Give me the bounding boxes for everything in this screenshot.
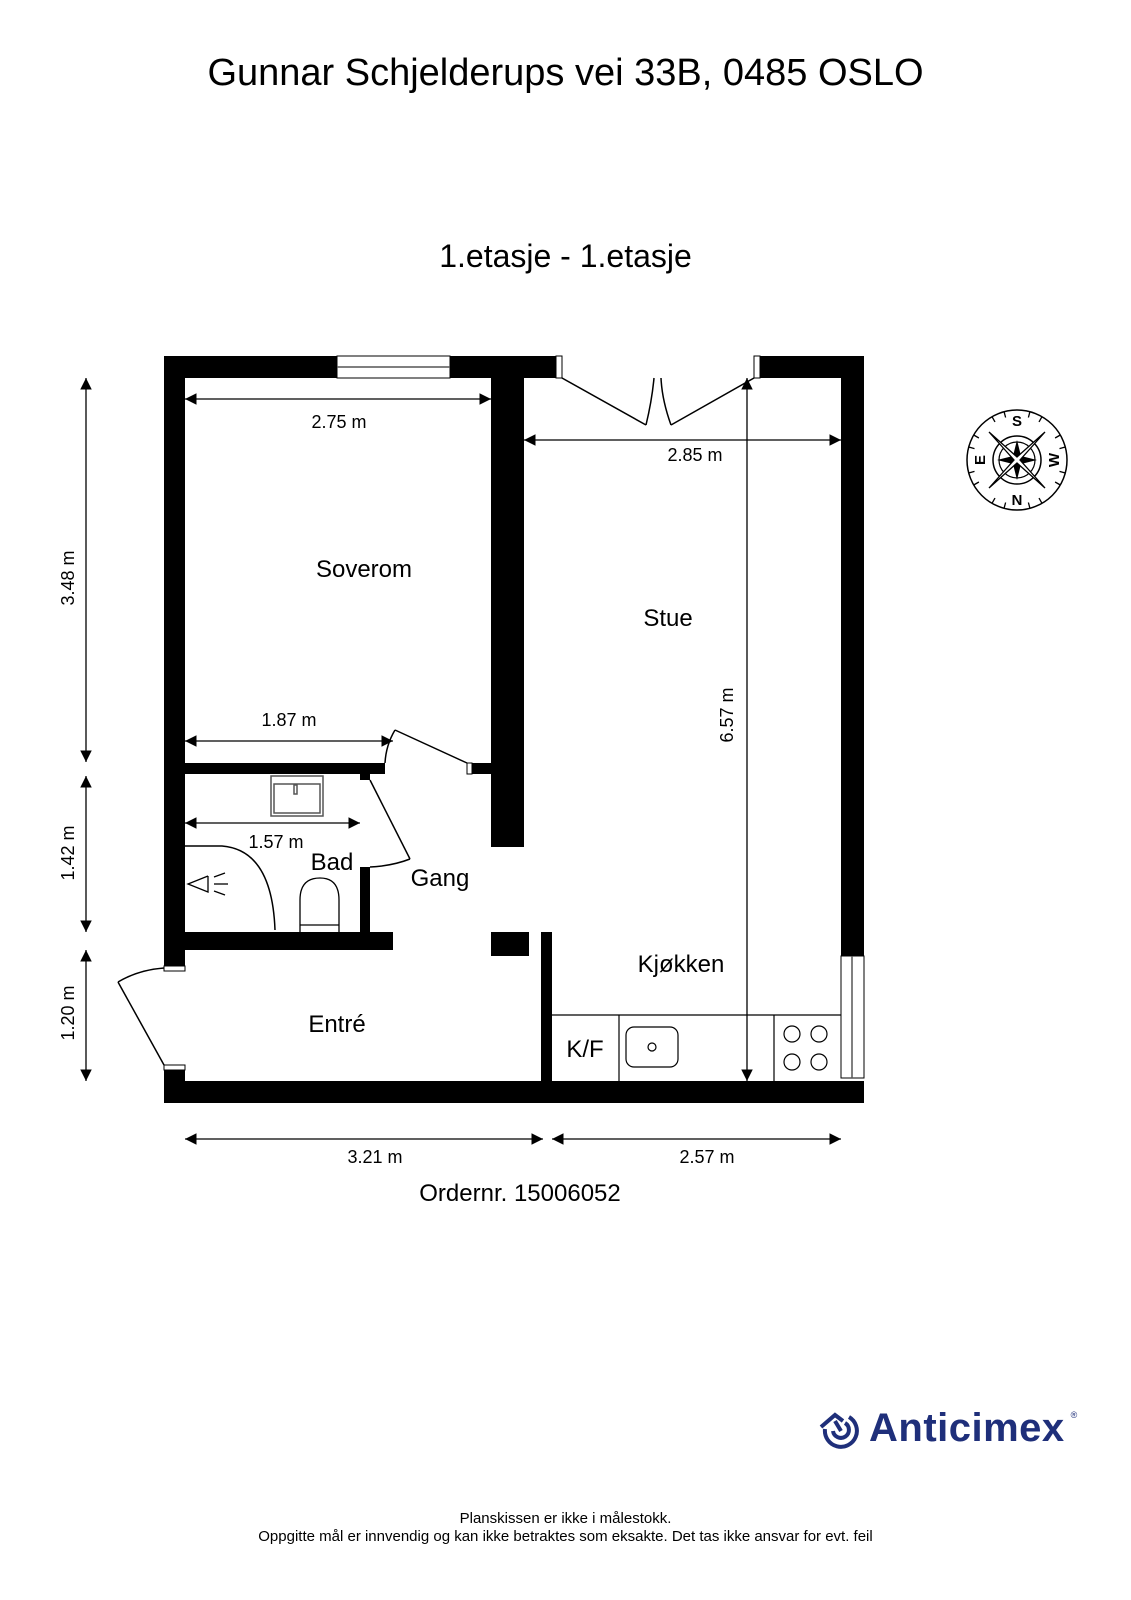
order-number: Ordernr. 15006052 xyxy=(419,1180,621,1207)
disclaimer: Planskissen er ikke i målestokk. Oppgitt… xyxy=(0,1510,1131,1546)
stove-icon xyxy=(783,1025,828,1071)
dim-left-middle: 1.42 m xyxy=(58,825,78,880)
fridge-freezer-label: K/F xyxy=(566,1036,603,1063)
dim-left-top: 3.48 m xyxy=(58,550,78,605)
dim-left-bottom: 1.20 m xyxy=(58,985,78,1040)
dimension-lines xyxy=(80,378,841,1145)
dim-bottom-left: 3.21 m xyxy=(347,1147,402,1167)
bathroom-sink-icon xyxy=(270,775,324,817)
walls xyxy=(163,355,865,1103)
room-label-entre: Entré xyxy=(308,1011,365,1038)
room-label-soverom: Soverom xyxy=(316,556,412,583)
shower-head-icon xyxy=(186,872,228,896)
room-label-gang: Gang xyxy=(411,865,470,892)
compass-rose-icon: S N E W xyxy=(966,409,1068,511)
floor-title: 1.etasje - 1.etasje xyxy=(439,238,692,274)
dim-bottom-right: 2.57 m xyxy=(679,1147,734,1167)
toilet-icon xyxy=(299,877,340,932)
anticimex-logo: Anticimex ® xyxy=(815,1406,1077,1451)
brand-name: Anticimex xyxy=(869,1406,1065,1450)
room-label-stue: Stue xyxy=(643,605,692,632)
anticimex-logo-icon xyxy=(819,1411,859,1449)
disclaimer-line-2: Oppgitte mål er innvendig og kan ikke be… xyxy=(258,1528,873,1545)
dim-soverom-width: 2.75 m xyxy=(311,412,366,432)
dim-stue-length: 6.57 m xyxy=(717,687,737,742)
dim-soverom-inner-width: 1.87 m xyxy=(261,710,316,730)
room-label-kjokken: Kjøkken xyxy=(638,951,725,978)
compass-east-label: E xyxy=(972,455,989,465)
property-address-title: Gunnar Schjelderups vei 33B, 0485 OSLO xyxy=(207,52,924,94)
compass-north-label: N xyxy=(1012,491,1023,508)
dim-bad-width: 1.57 m xyxy=(248,832,303,852)
registered-mark: ® xyxy=(1070,1410,1078,1420)
room-label-bad: Bad xyxy=(311,849,354,876)
kitchen-counter xyxy=(552,1014,841,1081)
disclaimer-line-1: Planskissen er ikke i målestokk. xyxy=(459,1510,672,1527)
dim-stue-width: 2.85 m xyxy=(667,445,722,465)
compass-south-label: S xyxy=(1012,413,1022,430)
kitchen-sink-icon xyxy=(625,1026,679,1068)
compass-west-label: W xyxy=(1046,452,1063,467)
